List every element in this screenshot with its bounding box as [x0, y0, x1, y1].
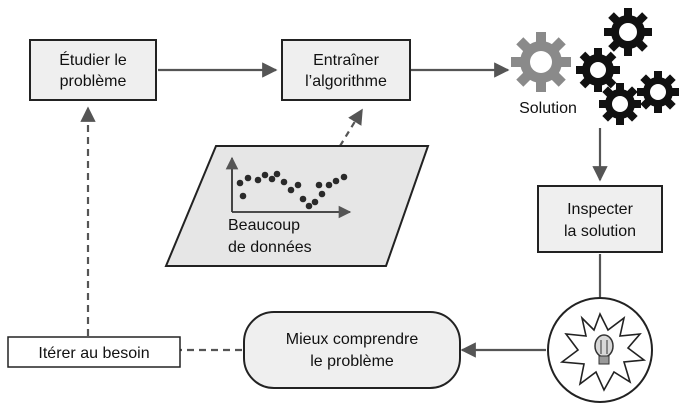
- understand-label-line2: le problème: [310, 353, 394, 370]
- gear-black-top: [604, 8, 652, 56]
- solution-label: Solution: [519, 100, 577, 117]
- inspect-solution-box: Inspecter la solution: [537, 185, 663, 253]
- understand-label-line1: Mieux comprendre: [286, 331, 419, 348]
- gear-black-middle: [576, 48, 620, 92]
- train-algorithm-box: Entraîner l’algorithme: [281, 39, 411, 101]
- inspect-label-line1: Inspecter: [567, 201, 633, 218]
- inspect-label-line2: la solution: [564, 223, 636, 240]
- study-problem-box: Étudier le problème: [29, 39, 157, 101]
- gear-black-bottom: [599, 83, 641, 125]
- data-label-line1: Beaucoup: [228, 217, 300, 234]
- scatter-plot-icon: [225, 156, 352, 219]
- study-label-line2: problème: [60, 73, 127, 90]
- gear-gray: [511, 32, 571, 92]
- train-label-line2: l’algorithme: [305, 73, 387, 90]
- gear-black-right: [637, 71, 679, 113]
- gears-icon: [511, 8, 679, 125]
- data-label-line2: de données: [228, 239, 312, 256]
- connectors: [80, 62, 608, 358]
- iterate-box: Itérer au besoin: [7, 336, 181, 368]
- iterate-label: Itérer au besoin: [38, 345, 149, 362]
- lightbulb-icon: [547, 297, 653, 403]
- dashed-data-to-train: [339, 108, 363, 147]
- train-label-line1: Entraîner: [313, 52, 379, 69]
- study-label-line1: Étudier le: [59, 50, 127, 69]
- understand-problem-box: Mieux comprendre le problème: [243, 311, 461, 389]
- scatter-points: [236, 170, 348, 210]
